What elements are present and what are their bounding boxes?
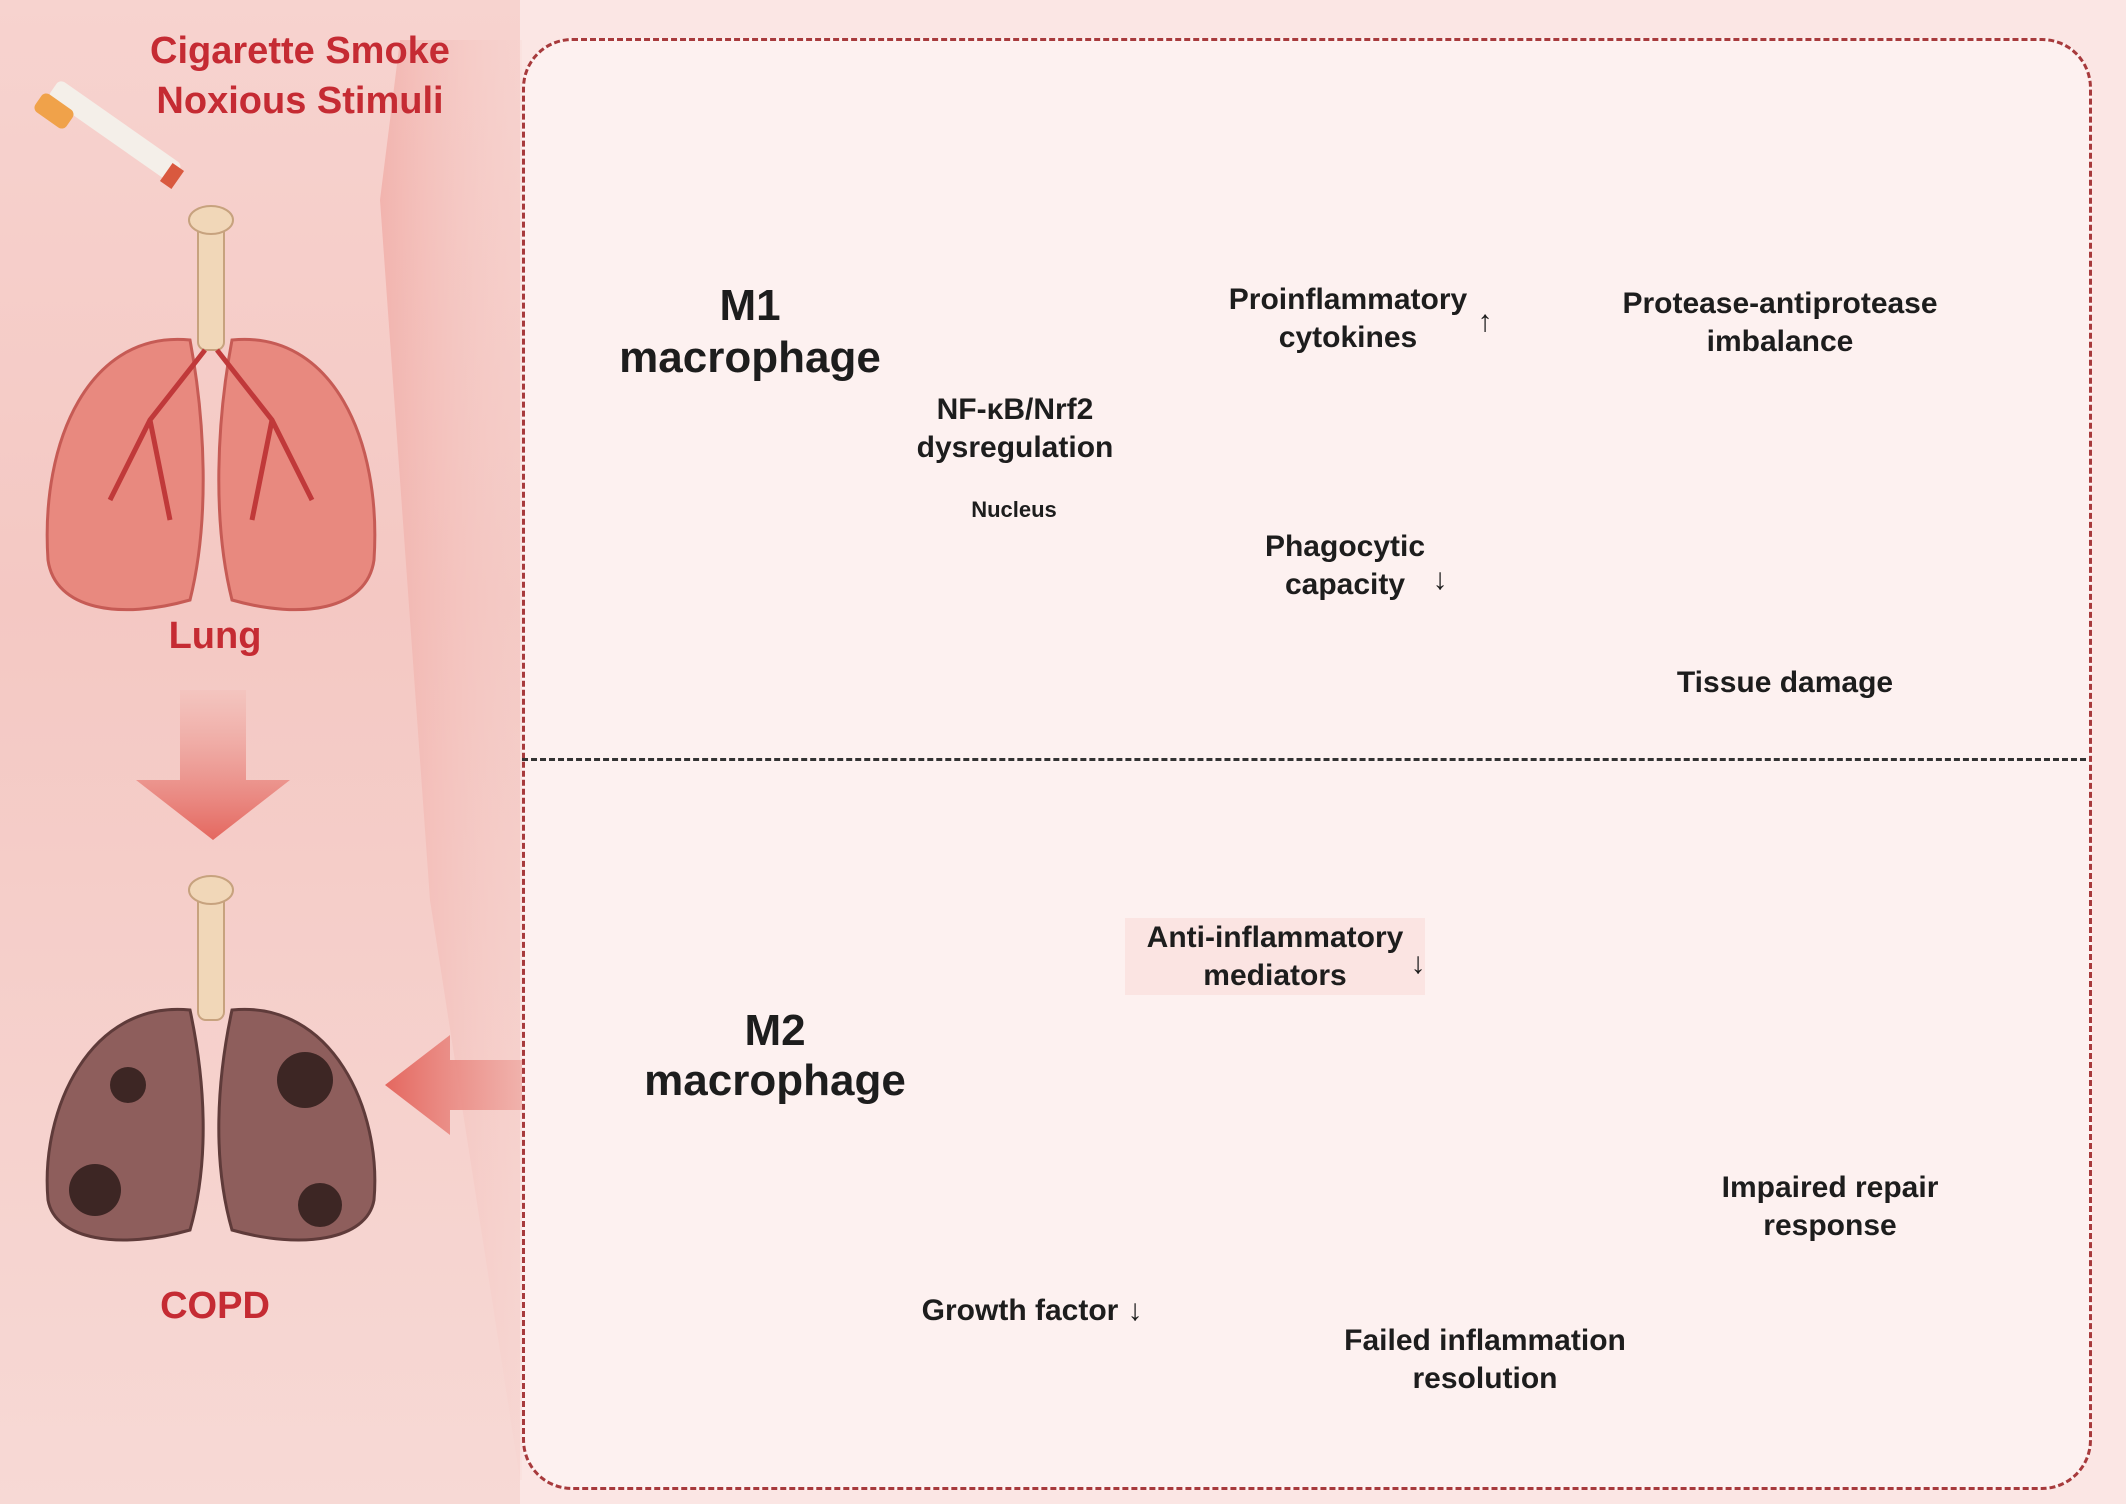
m1-title: M1 [719,281,781,330]
impaired-repair-line2: response [1763,1209,1897,1242]
copd-label: COPD [160,1285,270,1327]
cytokines-line1: Proinflammatory [1228,283,1468,316]
anti-inflammatory-down-arrow: ↓ [1410,947,1426,980]
impaired-repair-line1: Impaired repair [1721,1171,1939,1204]
stimulus-title: Cigarette Smoke [150,30,450,72]
nfkb-line1: NF-κB/Nrf2 [936,393,1094,426]
anti-inflammatory-line2: mediators [1125,956,1425,995]
stimulus-subtitle: Noxious Stimuli [156,80,444,122]
lung-icon [45,205,377,612]
lung-to-copd-arrow [136,690,290,840]
phagocytic-line1: Phagocytic [1264,530,1426,563]
phagocytic-down-arrow: ↓ [1432,563,1448,596]
cytokines-up-arrow: ↑ [1477,305,1493,338]
m1-m2-divider [522,758,2086,761]
cigarette-icon [34,81,185,190]
phagocytic-line2: capacity [1284,568,1406,601]
m1-subtitle: macrophage [619,333,881,382]
growth-factor-down-arrow: ↓ [1127,1294,1143,1327]
anti-inflammatory-line1: Anti-inflammatory [1125,918,1425,957]
failed-resolution-line1: Failed inflammation [1344,1324,1626,1357]
cytokines-line2: cytokines [1278,321,1418,354]
failed-resolution-line2: resolution [1412,1362,1558,1395]
growth-factor-label: Growth factor [921,1294,1119,1327]
nfkb-line2: dysregulation [916,431,1114,464]
lung-label: Lung [168,615,262,657]
m2-subtitle: macrophage [644,1056,906,1105]
highlight-beam [380,40,522,1480]
mechanism-panel [522,38,2092,1490]
protease-line1: Protease-antiprotease [1622,287,1938,320]
protease-line2: imbalance [1706,325,1854,358]
m2-title: M2 [744,1006,806,1055]
tissue-damage-label: Tissue damage [1676,666,1894,699]
nucleus-label: Nucleus [971,497,1057,522]
copd-lung-icon [45,875,377,1242]
